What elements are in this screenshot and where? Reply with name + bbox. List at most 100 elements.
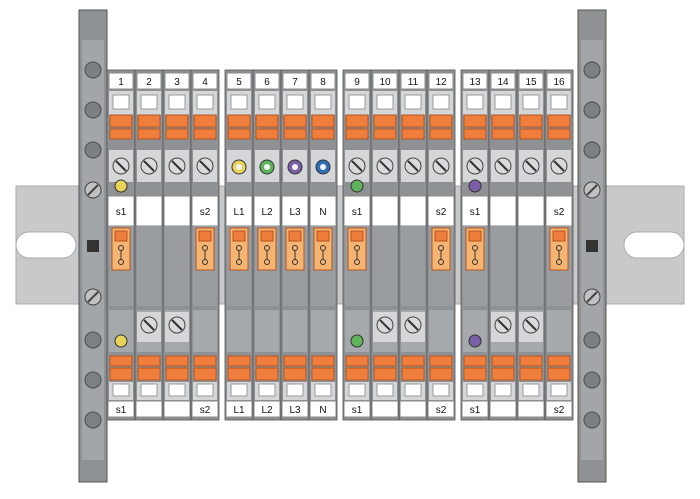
terminal-column-9 xyxy=(342,69,372,421)
push-button-icon xyxy=(283,367,307,381)
bottom-marker-label: s2 xyxy=(436,405,447,416)
push-button-icon xyxy=(429,367,453,381)
screw-slot xyxy=(199,160,211,172)
terminal-number-plate xyxy=(136,72,162,90)
terminal-column-12 xyxy=(426,69,456,421)
terminal-column-15 xyxy=(516,69,546,421)
marker-ring-icon xyxy=(468,179,482,193)
push-button-icon xyxy=(109,128,133,140)
push-button-icon xyxy=(255,128,279,140)
clamp-hole xyxy=(84,331,102,349)
terminal-column-4 xyxy=(190,69,220,421)
middle-label-plate xyxy=(489,195,517,227)
bottom-label-plate xyxy=(107,400,135,418)
middle-marker-label: L1 xyxy=(233,207,245,218)
push-button-icon xyxy=(227,367,251,381)
terminal-number-label: 6 xyxy=(264,77,270,88)
screw-slot xyxy=(497,319,509,331)
terminal-column-10 xyxy=(370,69,400,421)
terminal-number-label: 15 xyxy=(525,77,537,88)
middle-body xyxy=(519,226,543,306)
terminal-number-label: 7 xyxy=(292,77,298,88)
push-button-icon xyxy=(137,128,161,140)
bottom-label-plate xyxy=(163,400,191,418)
disconnect-handle xyxy=(260,230,274,242)
wire-entry-icon xyxy=(522,383,540,397)
clamp-hole xyxy=(583,61,601,79)
clamp-hole xyxy=(84,371,102,389)
bottom-label-plate xyxy=(135,400,163,418)
wire-entry-icon xyxy=(112,383,130,397)
middle-label-plate xyxy=(427,195,455,227)
terminal-column-7 xyxy=(280,69,310,421)
push-button-icon xyxy=(165,355,189,367)
push-button-icon xyxy=(193,367,217,381)
terminal-number-plate xyxy=(254,72,280,90)
terminal-column-11 xyxy=(398,69,428,421)
push-button-icon xyxy=(547,367,571,381)
terminal-number-label: 9 xyxy=(354,77,360,88)
lower-body xyxy=(255,310,279,352)
marker-ring-icon xyxy=(114,179,128,193)
middle-body xyxy=(491,226,515,306)
wire-entry-icon xyxy=(466,383,484,397)
wire-entry-icon xyxy=(112,94,130,110)
terminal-number-plate xyxy=(108,72,134,90)
clamp-hole xyxy=(583,411,601,429)
push-button-icon xyxy=(463,355,487,367)
marker-ring-icon xyxy=(468,334,482,348)
bottom-label-plate xyxy=(427,400,455,418)
push-button-icon xyxy=(491,114,515,128)
screw-slot xyxy=(497,160,509,172)
connector-center xyxy=(236,164,242,170)
middle-label-plate xyxy=(371,195,399,227)
terminal-number-plate xyxy=(400,72,426,90)
connector-center xyxy=(264,164,270,170)
clamp-hole xyxy=(84,61,102,79)
push-button-icon xyxy=(519,355,543,367)
push-button-icon xyxy=(429,128,453,140)
screw-slot xyxy=(586,291,598,303)
clamp-hole xyxy=(583,371,601,389)
lower-body xyxy=(311,310,335,352)
push-button-icon xyxy=(193,114,217,128)
terminal-column-14 xyxy=(488,69,518,421)
disconnect-handle xyxy=(198,230,212,242)
terminal-number-plate xyxy=(372,72,398,90)
end-clamp-right xyxy=(577,9,607,483)
push-button-icon xyxy=(311,367,335,381)
terminal-number-label: 8 xyxy=(320,77,326,88)
wire-entry-icon xyxy=(522,94,540,110)
wire-entry-icon xyxy=(494,383,512,397)
connector-center xyxy=(292,164,298,170)
wire-entry-icon xyxy=(196,383,214,397)
terminal-column-5 xyxy=(224,69,254,421)
push-button-icon xyxy=(311,128,335,140)
wire-entry-icon xyxy=(140,383,158,397)
push-button-icon xyxy=(463,114,487,128)
disconnect-handle xyxy=(316,230,330,242)
screw-slot xyxy=(87,184,99,196)
push-button-icon xyxy=(283,114,307,128)
wire-entry-icon xyxy=(404,383,422,397)
middle-marker-label: s1 xyxy=(352,207,363,218)
terminal-number-label: 16 xyxy=(553,77,565,88)
disconnect-handle xyxy=(468,230,482,242)
terminal-number-plate xyxy=(344,72,370,90)
bottom-label-plate xyxy=(399,400,427,418)
connector-center xyxy=(320,164,326,170)
terminal-number-label: 14 xyxy=(497,77,509,88)
lower-body xyxy=(227,310,251,352)
terminal-column-16 xyxy=(544,69,574,421)
terminal-number-label: 5 xyxy=(236,77,242,88)
push-button-icon xyxy=(373,355,397,367)
terminal-number-plate xyxy=(282,72,308,90)
middle-label-plate xyxy=(135,195,163,227)
terminal-number-plate xyxy=(310,72,336,90)
terminal-number-label: 3 xyxy=(174,77,180,88)
push-button-icon xyxy=(547,114,571,128)
screw-slot xyxy=(553,160,565,172)
middle-label-plate xyxy=(163,195,191,227)
disconnect-handle xyxy=(288,230,302,242)
